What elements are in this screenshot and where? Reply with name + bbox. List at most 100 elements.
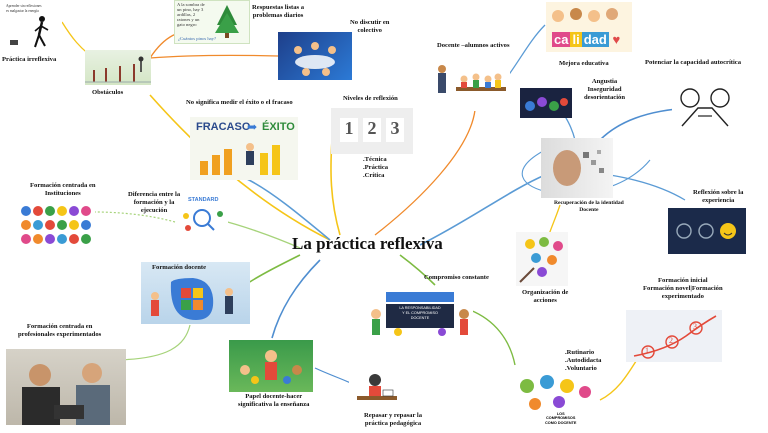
step-2: 2 [669, 336, 673, 345]
connector-center-diferencia [219, 219, 301, 249]
label-compromiso: Compromiso constante [424, 274, 489, 281]
label-docente-alumnos: Docente –alumnos activos [437, 42, 510, 49]
level-digit-2: 2 [363, 118, 381, 142]
standard-image: STANDARD [178, 196, 228, 236]
label-angustia-3: desorientación [584, 93, 626, 101]
label-rutinario: .Rutinario .Autodidacta .Voluntario [565, 349, 601, 373]
tree-text-4: ratones y un [177, 17, 200, 22]
label-reflexion-2: experiencia [702, 196, 735, 204]
connector-center-compromiso [399, 254, 436, 286]
fracaso-text: FRACASO [196, 121, 251, 133]
label-organizacion-1: Organización de [522, 289, 569, 296]
label-potenciar: Potenciar la capacidad autocrítica [645, 59, 742, 66]
calidad-ca: ca [552, 32, 571, 47]
repasar-image [349, 368, 407, 408]
banner-line-1: LA RESPONSABILIDAD [399, 306, 441, 310]
connector-diferencia-instituciones [94, 211, 176, 223]
label-angustia-2: Inseguridad [587, 85, 622, 93]
label-rutinario-1: .Rutinario [565, 349, 595, 356]
reflexion-image [668, 208, 746, 254]
level-digit-1: 1 [340, 118, 358, 142]
tree-text-5: gato negro [177, 22, 197, 27]
label-prof-2: profesionales experimentados [18, 330, 102, 338]
walker-figure-icon [10, 16, 49, 48]
organizacion-image [516, 232, 568, 286]
steps-image: 1 2 3 [626, 310, 722, 362]
standard-text: STANDARD [188, 197, 219, 203]
heart-icon: ♥ [612, 32, 621, 47]
label-repasar-2: práctica pedagógica [364, 419, 422, 427]
label-diferencia-3: ejecución [140, 206, 168, 214]
tree-question: ¿Cuántos pinos hay? [178, 36, 217, 41]
calidad-dad: dad [581, 32, 609, 47]
pine-tree-icon [215, 5, 239, 38]
label-diferencia-2: formación y la [133, 198, 175, 206]
connector-center-fracaso [244, 177, 331, 241]
face-puzzle-icon [553, 150, 604, 186]
connector-center-formaciondocente [244, 254, 301, 286]
hurdles-icon [85, 56, 151, 83]
connector-recuperacion-reflexion [609, 174, 686, 201]
meeting-people-icon [294, 42, 336, 76]
colleagues-icon [371, 292, 469, 336]
label-reflexion-experiencia: Reflexión sobre la experiencia [693, 189, 743, 205]
label-niveles-list: .Técnica .Práctica .Crítica [363, 156, 388, 180]
label-diferencia-1: Diferencia entre la [128, 191, 181, 198]
label-rutinario-2: .Autodidacta [565, 356, 602, 364]
label-respuestas-1: Respuestas listas a [252, 4, 305, 11]
label-reflexion-1: Reflexión sobre la [693, 189, 744, 196]
commitment-icons [520, 375, 591, 410]
label-no-significa: No significa medir el éxito o el fracaso [186, 99, 293, 106]
label-angustia: Angustia Inseguridad desorientación [584, 78, 625, 102]
label-formacion-inicial: Formación inicial Formación novel|Formac… [643, 277, 723, 301]
tree-text-1: A la sombra de [177, 2, 205, 7]
classroom-icon [438, 65, 506, 93]
level-digit-3: 3 [386, 118, 404, 142]
niveles-tecnica: .Técnica [363, 156, 387, 163]
banner-line-2: Y EL COMPROMISO [402, 311, 438, 316]
institution-icons-grid [21, 206, 91, 244]
label-organizacion-2: acciones [533, 296, 557, 304]
calidad-li: li [570, 32, 582, 47]
label-instituciones-1: Formación centrada en [30, 182, 96, 189]
step-1: 1 [645, 346, 649, 355]
label-rutinario-3: .Voluntario [565, 364, 597, 372]
niveles-critica: .Crítica [363, 171, 385, 179]
instituciones-icons-image [20, 203, 96, 245]
magnifier-icon [183, 209, 223, 231]
label-obstaculos: Obstáculos [92, 89, 124, 96]
label-papel-2: significativa la enseñanza [238, 400, 310, 408]
walker-caption-2: es malgastar la energía [6, 9, 39, 13]
label-no-discutir: No discutir en colectivo [350, 19, 389, 35]
self-critique-icon [680, 88, 730, 127]
papel-docente-image [229, 340, 313, 392]
niveles-practica: .Práctica [363, 163, 389, 171]
label-instituciones-2: Instituciones [44, 189, 81, 197]
rutinario-caption-1: LOS [556, 412, 565, 416]
label-formacion-instituciones: Formación centrada en Instituciones [30, 182, 96, 198]
connector-formaciondocente-prof [109, 324, 191, 361]
label-prof-1: Formación centrada en [26, 323, 93, 330]
label-respuestas: Respuestas listas a problemas diarios [252, 4, 304, 20]
puzzle-head-icon [151, 278, 233, 320]
label-niveles: Niveles de reflexión [343, 95, 398, 102]
label-organizacion: Organización de acciones [522, 289, 568, 305]
center-title: La práctica reflexiva [292, 234, 443, 253]
connector-center-recuperacion [419, 174, 546, 246]
two-men-icon [22, 363, 110, 425]
label-diferencia: Diferencia entre la formación y la ejecu… [128, 191, 180, 215]
label-mejora: Mejora educativa [559, 60, 609, 67]
connector-obstaculos-nodiscutir [149, 54, 279, 59]
walker-caption-1: Aprender sin reflexiones [6, 4, 42, 8]
kids-icon [552, 8, 618, 22]
emotions-icon [525, 97, 568, 111]
student-desk-icon [357, 374, 397, 400]
exito-text: ÉXITO [262, 121, 295, 133]
profesionales-image [6, 349, 126, 425]
label-practica-irreflexiva: Práctica irreflexiva [2, 56, 57, 63]
recuperacion-image [541, 138, 613, 198]
label-recuperacion-2: Docente [579, 206, 599, 213]
label-formacion-prof: Formación centrada en profesionales expe… [18, 323, 101, 339]
label-inicial-1: Formación inicial [658, 277, 708, 284]
angustia-image [520, 88, 572, 118]
